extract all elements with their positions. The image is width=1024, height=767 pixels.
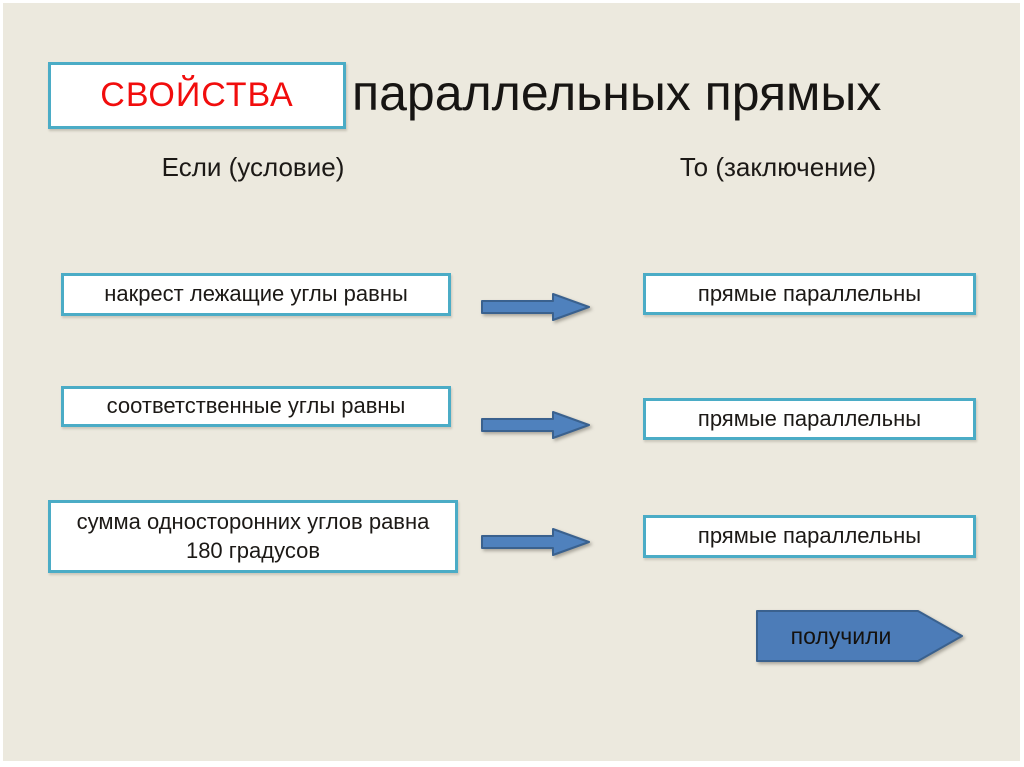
title-boxed-word: СВОЙСТВА [100,76,294,114]
pentagon-arrow-icon [756,610,963,662]
conclusion-text-2: прямые параллельны [697,405,922,431]
condition-text-1: накрест лежащие углы равны [104,281,408,307]
conclusion-box-3: прямые параллельны [643,515,976,558]
conclusion-text-1: прямые параллельны [697,280,922,306]
title-highlight-box: СВОЙСТВА [48,62,346,129]
condition-box-3: сумма односторонних углов равна 180 град… [48,500,458,573]
condition-text-2: соответственные углы равны [106,393,406,419]
right-arrow-icon [481,293,590,321]
conclusion-text-3: прямые параллельны [697,523,922,549]
condition-box-2: соответственные углы равны [61,386,451,427]
right-arrow-icon [481,411,590,439]
result-badge: получили [756,610,964,662]
condition-text-3: сумма односторонних углов равна 180 град… [76,508,430,563]
right-arrow-icon [481,528,590,556]
conclusion-box-2: прямые параллельны [643,398,976,440]
condition-box-1: накрест лежащие углы равны [61,273,451,316]
column-header-condition: Если (условие) [161,152,345,182]
result-badge-label: получили [790,622,892,649]
slide-background: СВОЙСТВА параллельных прямых Если (услов… [3,3,1020,761]
conclusion-box-1: прямые параллельны [643,273,976,315]
column-header-conclusion: То (заключение) [679,152,877,182]
page-title: параллельных прямых [352,65,882,121]
